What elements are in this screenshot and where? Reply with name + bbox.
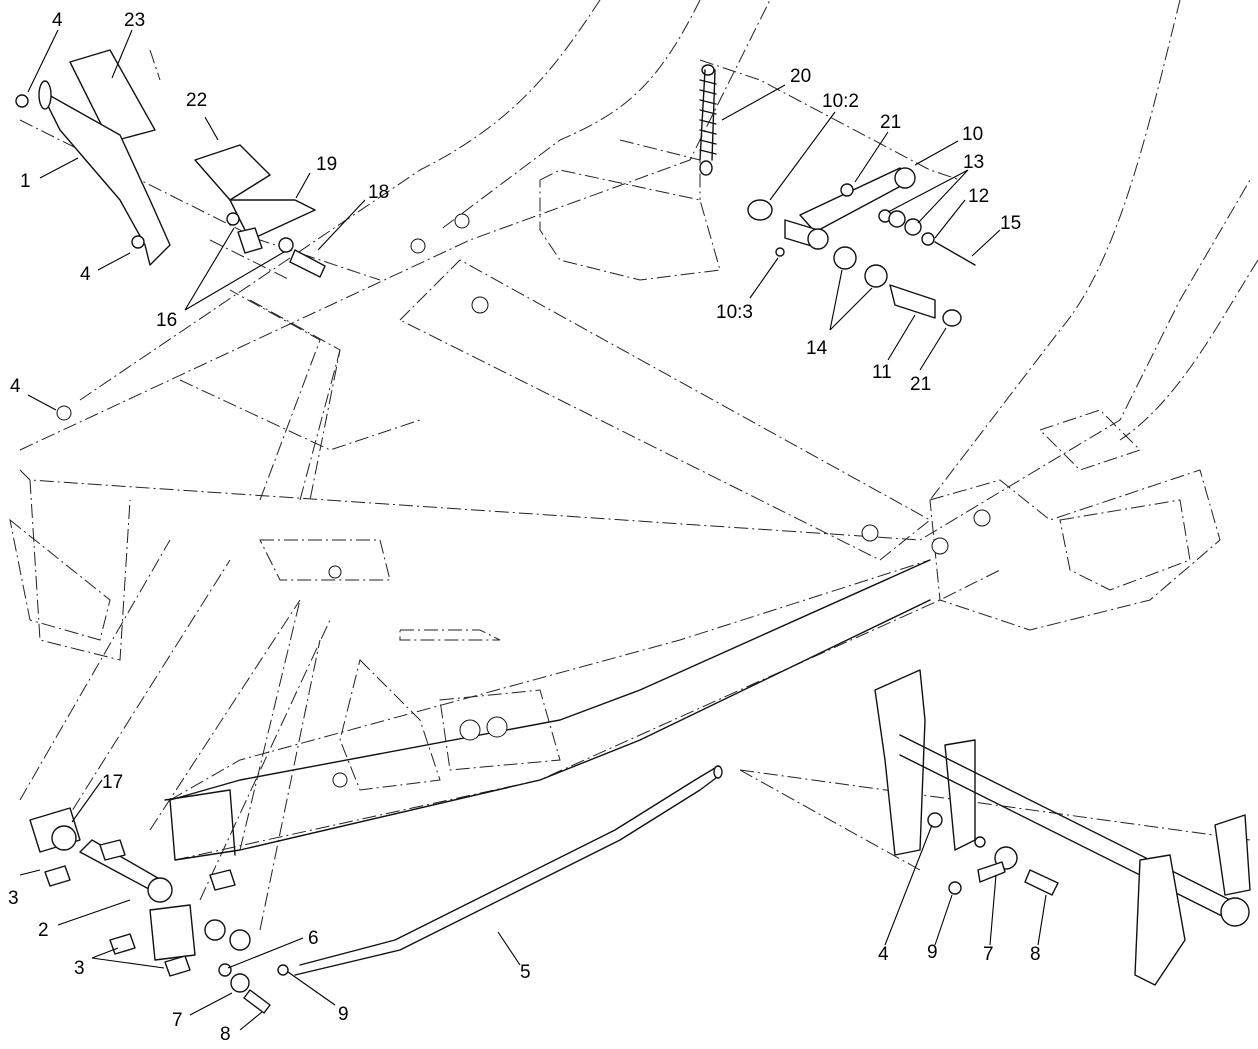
callout-label: 8 <box>220 1024 231 1045</box>
callout-label: 16 <box>156 310 177 331</box>
callout-label: 15 <box>1000 213 1021 234</box>
callout-label: 21 <box>910 374 931 395</box>
callout-label: 18 <box>368 182 389 203</box>
phantom-frame-outlines <box>9 0 1258 931</box>
callout-label: 4 <box>10 376 21 397</box>
callout-label: 8 <box>1030 944 1041 965</box>
callout-label: 3 <box>8 888 19 909</box>
callout-label: 6 <box>308 928 319 949</box>
left-linkage <box>29 807 289 1014</box>
callout-label: 1 <box>20 171 31 192</box>
callout-labels: 4 23 22 1 19 18 4 16 20 10:2 21 10 13 12… <box>8 10 1041 1045</box>
callout-label: 19 <box>316 154 337 175</box>
callout-label: 4 <box>878 944 889 965</box>
callout-label: 21 <box>880 112 901 133</box>
callout-label: 22 <box>186 90 207 111</box>
callout-label: 14 <box>806 338 828 359</box>
callout-label: 7 <box>983 944 994 965</box>
callout-label: 3 <box>74 958 85 979</box>
pedal-assembly <box>15 49 326 278</box>
callout-label: 13 <box>963 152 984 173</box>
callout-label: 12 <box>968 186 989 207</box>
right-linkage <box>874 669 1251 986</box>
callout-label: 10 <box>962 124 983 145</box>
callout-label: 5 <box>520 962 531 983</box>
callout-label: 23 <box>124 10 145 31</box>
callout-label: 2 <box>38 920 49 941</box>
callout-label: 4 <box>52 10 63 31</box>
callout-label: 11 <box>872 362 892 383</box>
callout-label: 9 <box>338 1004 349 1025</box>
rod-part-5 <box>294 765 723 976</box>
callout-label: 9 <box>927 942 938 963</box>
callout-label: 7 <box>172 1010 183 1031</box>
leader-lines <box>19 29 1047 1031</box>
callout-label: 10:2 <box>822 91 859 112</box>
callout-label: 20 <box>790 66 811 87</box>
spring-part-20 <box>699 64 717 176</box>
frame-hardware <box>56 213 991 788</box>
arm-assembly <box>747 167 976 327</box>
callout-label: 4 <box>80 264 91 285</box>
frame-tube <box>164 559 931 861</box>
callout-label: 10:3 <box>716 302 753 323</box>
callout-label: 17 <box>102 772 123 793</box>
